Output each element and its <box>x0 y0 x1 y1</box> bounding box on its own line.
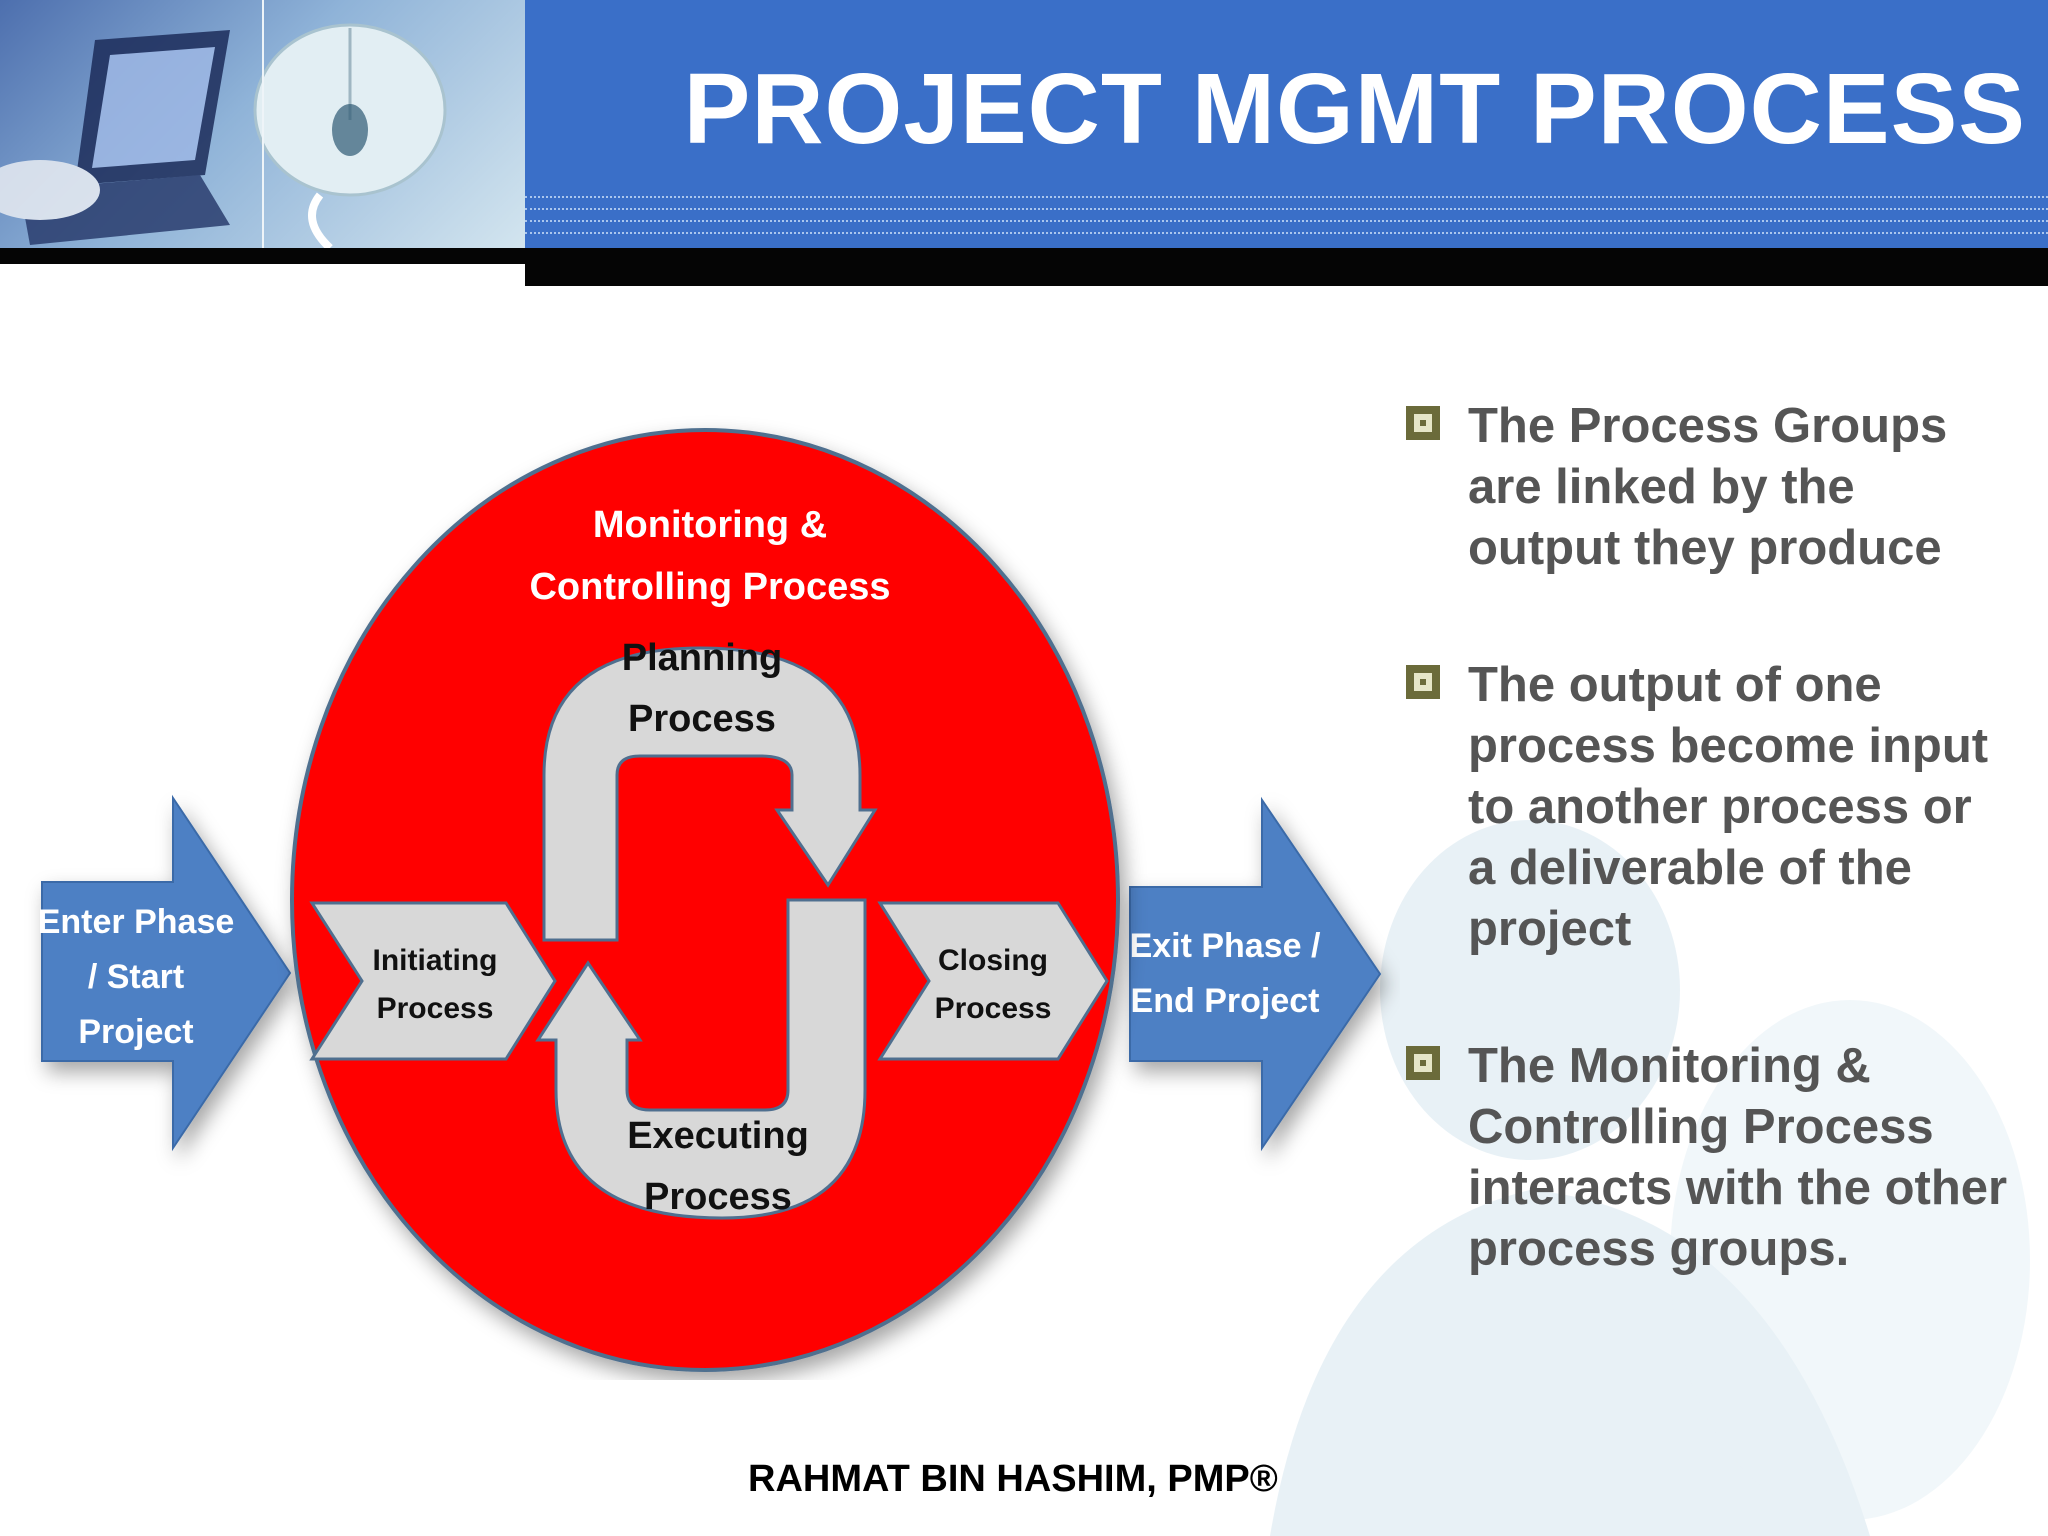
closing-label-1: Closing <box>938 944 1048 977</box>
header-band <box>525 0 2048 248</box>
enter-phase-label-1: Enter Phase <box>38 903 235 941</box>
square-bullet-icon <box>1406 1046 1440 1080</box>
executing-label-2: Process <box>644 1176 792 1218</box>
bullet-item: The Monitoring & Controlling Process int… <box>1400 1036 2010 1280</box>
enter-phase-label-3: Project <box>78 1013 193 1051</box>
bullet-text: The Process Groups are linked by the out… <box>1468 399 1948 575</box>
bullet-text: The output of one process become input t… <box>1468 658 1989 956</box>
process-diagram: Enter Phase / Start Project Exit Phase /… <box>38 428 1382 1372</box>
closing-chevron <box>877 901 1109 1061</box>
footer-author: RAHMAT BIN HASHIM, PMP® <box>748 1458 1278 1500</box>
planning-label-2: Process <box>628 698 776 740</box>
enter-phase-label-2: / Start <box>88 958 184 996</box>
monitoring-label-1: Monitoring & <box>593 504 827 546</box>
exit-phase-label-2: End Project <box>1131 982 1320 1020</box>
bullet-list: The Process Groups are linked by the out… <box>1400 396 2010 1356</box>
bullet-item: The output of one process become input t… <box>1400 655 2010 960</box>
header-underline <box>0 248 525 264</box>
monitoring-label-2: Controlling Process <box>529 566 890 608</box>
planning-label-1: Planning <box>622 637 782 679</box>
executing-loop-arrow <box>535 898 867 1220</box>
square-bullet-icon <box>1406 665 1440 699</box>
background-figure-image <box>1270 820 2030 1536</box>
laptop-and-mouse-image <box>0 23 447 248</box>
bullet-item: The Process Groups are linked by the out… <box>1400 396 2010 579</box>
square-bullet-icon <box>1406 406 1440 440</box>
initiating-label-2: Process <box>377 992 494 1025</box>
exit-phase-arrow <box>1129 796 1382 1152</box>
executing-label-1: Executing <box>627 1115 809 1157</box>
enter-phase-arrow <box>41 794 292 1152</box>
planning-loop-arrow <box>542 646 878 942</box>
bullet-text: The Monitoring & Controlling Process int… <box>1468 1039 2008 1276</box>
header-underline-right <box>525 248 2048 286</box>
closing-label-2: Process <box>935 992 1052 1025</box>
page-title: PROJECT MGMT PROCESS <box>683 53 2026 165</box>
initiating-label-1: Initiating <box>373 944 498 977</box>
monitoring-controlling-circle <box>290 428 1120 1372</box>
exit-phase-label-1: Exit Phase / <box>1130 927 1321 965</box>
initiating-chevron <box>309 901 557 1061</box>
header-photo <box>0 0 525 248</box>
